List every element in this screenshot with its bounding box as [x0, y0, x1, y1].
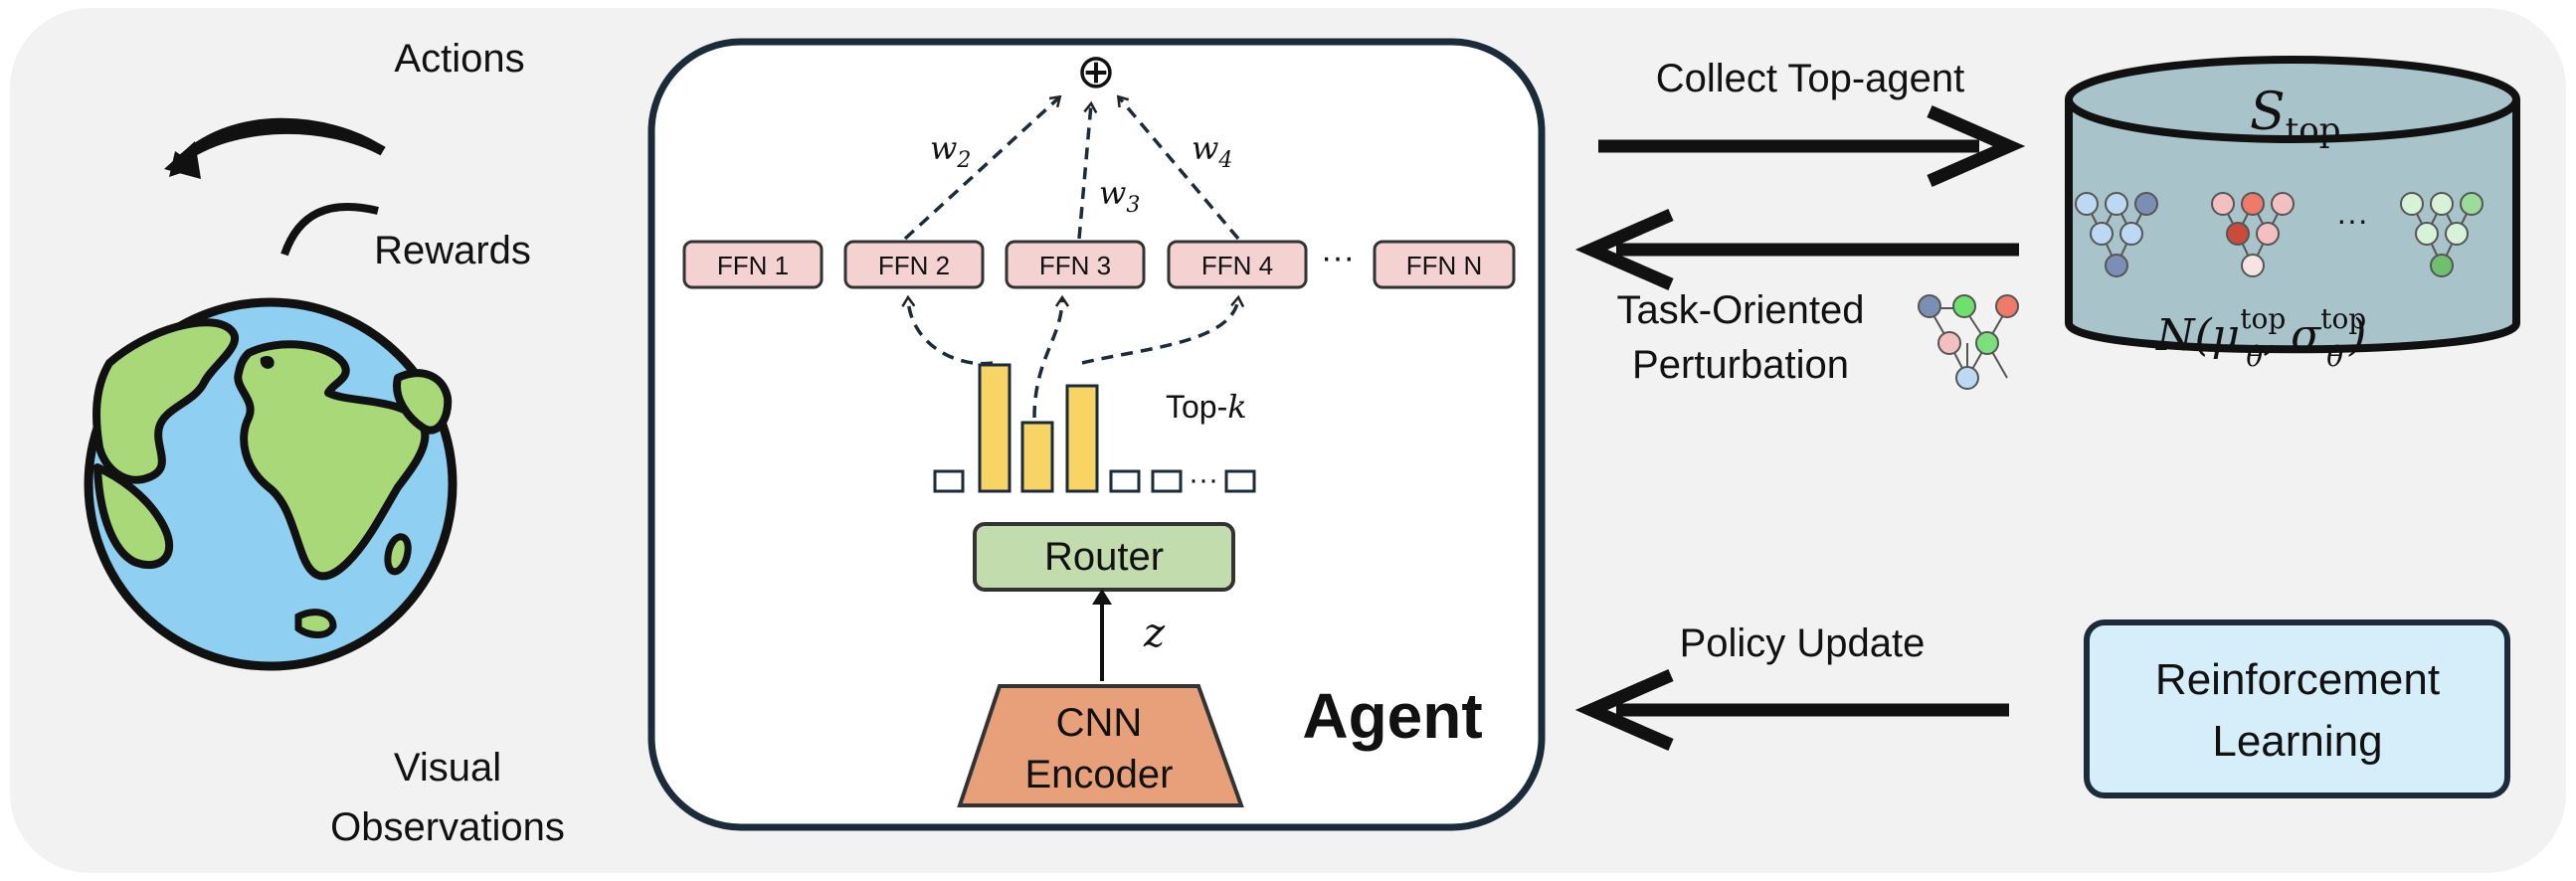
weight-w3: w3 [1099, 174, 1140, 218]
perturb-line1: Task-Oriented [1617, 288, 1865, 332]
top-agent-storage [2065, 56, 2520, 354]
router-bar-4 [1065, 384, 1099, 493]
weight-arrows [903, 97, 1240, 241]
ffn-box-1 [682, 240, 824, 289]
sum-symbol: ⊕ [1076, 46, 1116, 98]
ffn-ellipsis: ··· [1321, 239, 1355, 276]
ffn-row: FFN 1 FFN 2 FFN 3 FFN 4 FFN N [682, 240, 1516, 289]
globe-icon [84, 297, 458, 671]
ffn-box-4 [1167, 240, 1308, 289]
storage-ellipsis: ··· [2336, 202, 2368, 238]
agent-title: Agent [1302, 680, 1482, 752]
policy-update-arrow [1574, 669, 2009, 751]
ffn-label-1: FFN 1 [717, 251, 789, 280]
cnn-encoder [957, 684, 1244, 807]
ffn-box-3 [1005, 240, 1146, 289]
routing-arrows [908, 298, 1238, 419]
router-label: Router [1044, 535, 1164, 579]
router-bar-2 [978, 363, 1012, 493]
weight-w2: w2 [930, 129, 971, 173]
encoder-line2: Encoder [1025, 753, 1174, 796]
ffn-label-5: FFN N [1406, 251, 1483, 280]
observations-label: Observations [330, 805, 565, 849]
rewards-label: Rewards [374, 229, 531, 272]
router-bars [933, 363, 1256, 493]
storage-tree-2 [2211, 192, 2295, 277]
storage-trees [2075, 192, 2484, 277]
visual-label: Visual [394, 746, 501, 790]
rl-line2: Learning [2212, 717, 2382, 766]
actions-label: Actions [394, 37, 524, 81]
storage-tree-3 [2400, 192, 2484, 277]
weight-w4: w4 [1192, 129, 1232, 173]
perturb-line2: Perturbation [1632, 343, 1849, 387]
ffn-box-5 [1373, 240, 1516, 289]
collect-arrow [1598, 105, 2026, 187]
collect-label: Collect Top-agent [1656, 57, 1965, 100]
ffn-label-2: FFN 2 [878, 251, 950, 280]
z-label: z [1143, 611, 1166, 656]
topk-label: Top-k [1166, 388, 1247, 426]
perturbation-arrow [1574, 209, 2019, 290]
router-bar-3 [1020, 421, 1054, 493]
router-bar-5 [1109, 469, 1141, 493]
perturbation-tree-icon [1918, 294, 2019, 390]
rl-line1: Reinforcement [2155, 655, 2440, 704]
router-bar-6 [1151, 469, 1183, 493]
encoder-line1: CNN [1056, 701, 1143, 745]
ffn-label-4: FFN 4 [1201, 251, 1273, 280]
router-box [973, 522, 1235, 592]
storage-title: Stop [2250, 83, 2341, 150]
policy-update-label: Policy Update [1680, 621, 1926, 665]
ffn-box-2 [843, 240, 985, 289]
storage-tree-1 [2075, 192, 2158, 277]
ffn-label-3: FFN 3 [1039, 251, 1111, 280]
router-bar-7 [1224, 469, 1256, 493]
router-bar-1 [933, 469, 965, 493]
rewards-arrow [280, 203, 379, 257]
rl-box [2084, 619, 2510, 798]
bars-ellipsis: ··· [1189, 463, 1218, 496]
world-arrows [164, 124, 386, 179]
